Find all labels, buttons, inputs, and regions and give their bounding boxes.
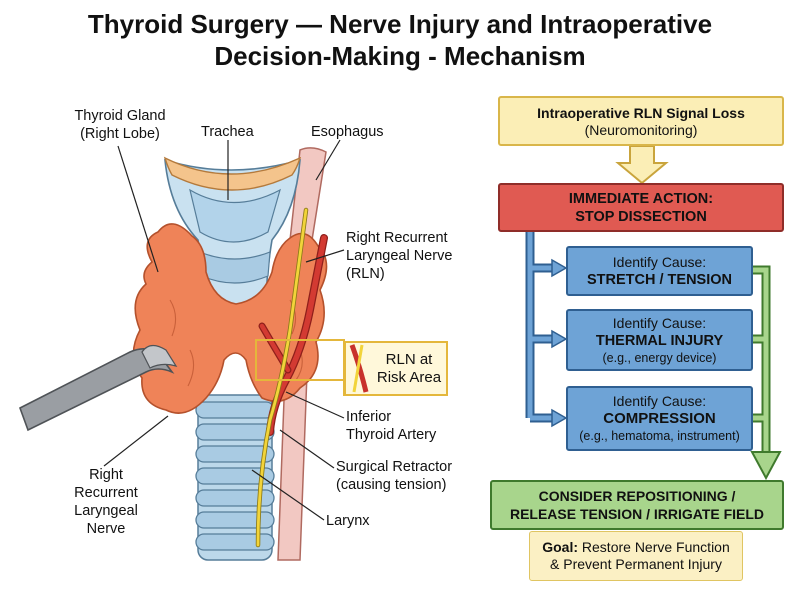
leader-lines	[103, 139, 345, 521]
trachea-rings	[195, 394, 275, 561]
cause-thermal-heading: Identify Cause:	[612, 314, 707, 331]
cause-thermal-box: Identify Cause: THERMAL INJURY (e.g., en…	[566, 309, 753, 371]
goal-line-1: Goal: Restore Nerve Function	[542, 539, 730, 556]
inferior-thyroid-artery-label: Inferior Thyroid Artery	[346, 409, 437, 443]
consider-line-1: CONSIDER REPOSITIONING /	[538, 488, 736, 504]
signal-loss-title: Intraoperative RLN Signal Loss	[537, 104, 745, 121]
signal-loss-subtitle: (Neuromonitoring)	[584, 121, 698, 138]
cause-stretch-box: Identify Cause: STRETCH / TENSION	[566, 246, 753, 296]
cause-stretch-label: STRETCH / TENSION	[586, 271, 732, 288]
goal-box: Goal: Restore Nerve Function & Prevent P…	[529, 531, 743, 581]
hyoid-shape	[163, 156, 302, 191]
diagram-title: Thyroid Surgery — Nerve Injury and Intra…	[0, 8, 800, 72]
esophagus-label: Esophagus	[311, 124, 384, 140]
rln-label: Right Recurrent Laryngeal Nerve (RLN)	[346, 230, 453, 282]
goal-label: Goal:	[542, 539, 579, 555]
thyroid-gland-shape	[132, 223, 328, 414]
signal-loss-box: Intraoperative RLN Signal Loss (Neuromon…	[498, 96, 784, 146]
cause-compression-label: COMPRESSION	[603, 410, 716, 427]
cause-compression-box: Identify Cause: COMPRESSION (e.g., hemat…	[566, 386, 753, 451]
cause-compression-example: (e.g., hematoma, instrument)	[579, 429, 740, 443]
risk-area-label: RLN at Risk Area	[376, 351, 442, 386]
surgical-retractor-label: Surgical Retractor (causing tension)	[336, 459, 453, 493]
title-line-2: Decision-Making - Mechanism	[214, 41, 586, 71]
trachea-label: Trachea	[201, 124, 254, 140]
cause-stretch-heading: Identify Cause:	[612, 253, 707, 270]
immediate-action-line-1: IMMEDIATE ACTION:	[568, 190, 714, 207]
cause-compression-heading: Identify Cause:	[612, 393, 707, 409]
consider-line-2: RELEASE TENSION / IRRIGATE FIELD	[509, 506, 765, 522]
immediate-action-line-2: STOP DISSECTION	[575, 208, 707, 225]
left-rln-label: Right Recurrent Laryngeal Nerve	[74, 467, 138, 537]
signal-to-action-arrow	[615, 145, 669, 185]
title-line-1: Thyroid Surgery — Nerve Injury and Intra…	[87, 9, 713, 39]
immediate-action-box: IMMEDIATE ACTION: STOP DISSECTION	[498, 183, 784, 232]
larynx-label: Larynx	[326, 513, 370, 529]
consider-repositioning-box: CONSIDER REPOSITIONING / RELEASE TENSION…	[490, 480, 784, 530]
goal-text-1: Restore Nerve Function	[581, 539, 730, 555]
cause-thermal-label: THERMAL INJURY	[595, 332, 724, 349]
thyroid-gland-label: Thyroid Gland (Right Lobe)	[74, 108, 166, 142]
cause-thermal-example: (e.g., energy device)	[602, 350, 717, 365]
risk-inset-nerve-icon	[349, 344, 369, 393]
surgical-retractor-shape	[19, 348, 175, 432]
goal-line-2: & Prevent Permanent Injury	[550, 556, 722, 572]
rln-risk-area-inset: RLN at Risk Area	[344, 341, 448, 396]
